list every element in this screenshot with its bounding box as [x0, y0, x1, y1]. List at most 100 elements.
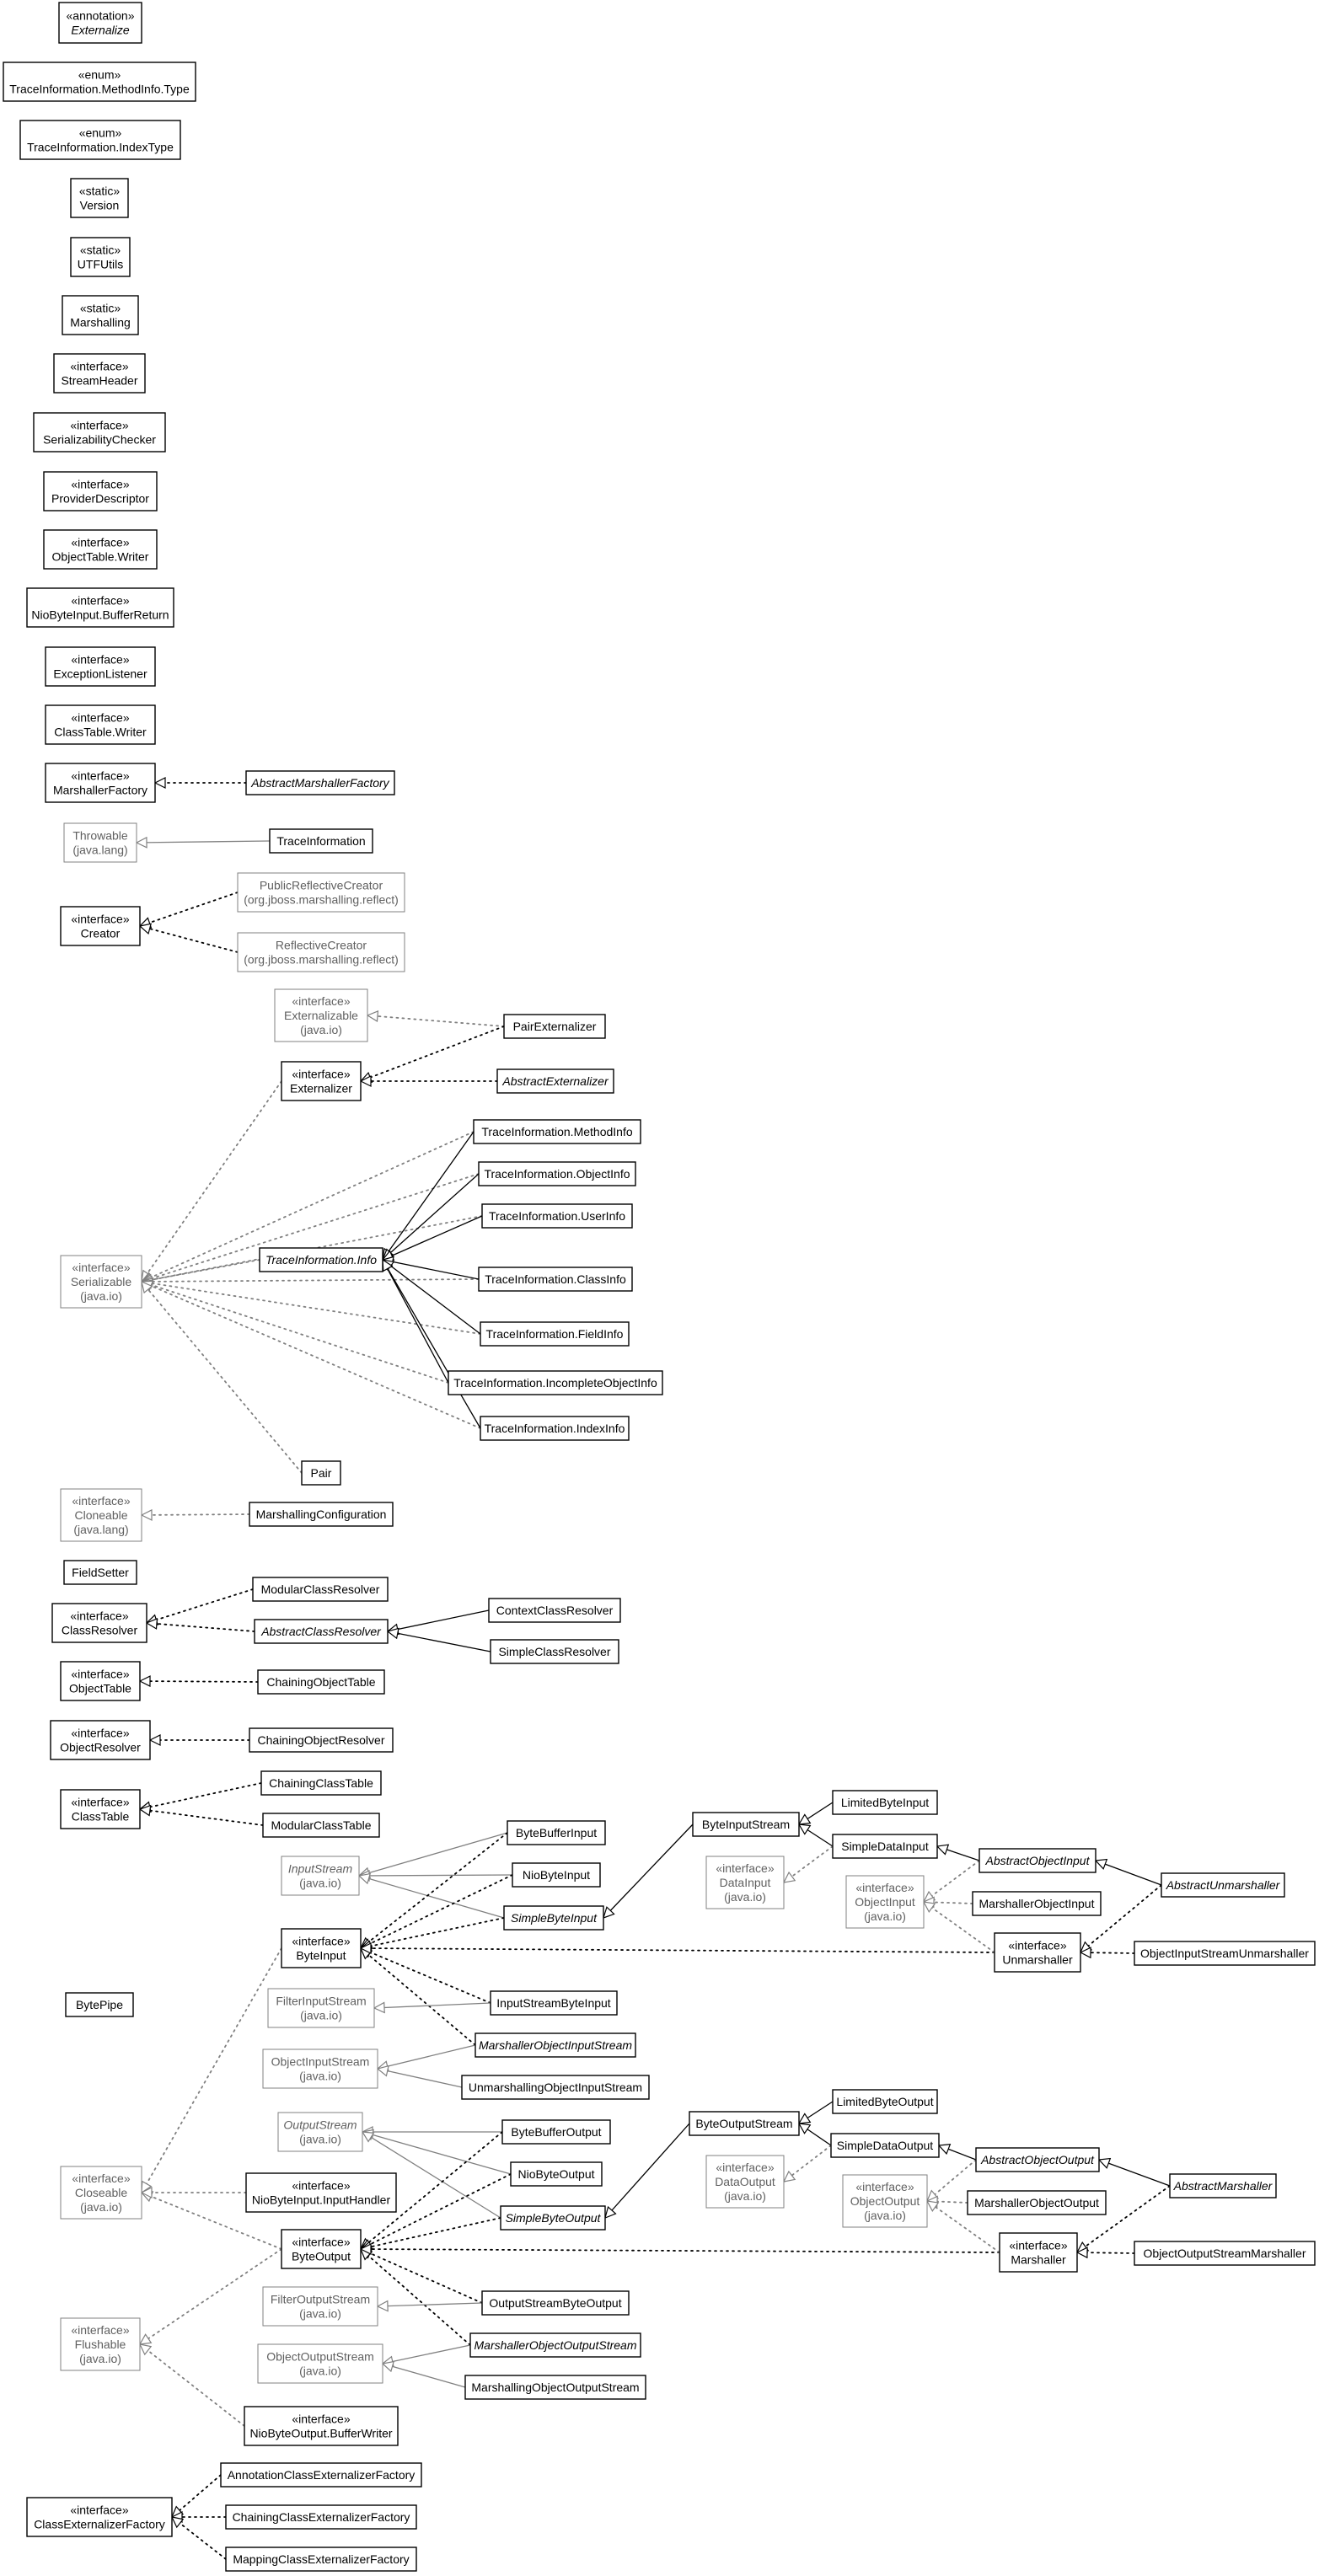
class-name-label: Externalizable: [284, 1009, 358, 1022]
class-node-classtable: «interface»ClassTable: [60, 1789, 141, 1829]
realization-edge-marshallingconfiguration-to-cloneable: [142, 1514, 250, 1515]
class-node-marshallerobjectoutputstream: MarshallerObjectOutputStream: [469, 2332, 641, 2358]
class-stereo-label: «interface»: [71, 769, 129, 783]
class-box: [249, 1502, 394, 1527]
class-stereo-label: «static»: [80, 244, 121, 257]
class-box: [281, 1928, 362, 1968]
class-node-simpleclassresolver: SimpleClassResolver: [490, 1639, 619, 1664]
class-name-label: Version: [80, 199, 120, 212]
class-node-byteoutputstream: ByteOutputStream: [689, 2111, 800, 2136]
class-stereo-label: «interface»: [71, 1727, 129, 1740]
class-name-label: UnmarshallingObjectInputStream: [469, 2081, 642, 2094]
class-name-label: ChainingObjectTable: [266, 1675, 375, 1689]
class-box: [70, 237, 131, 277]
class-node-externalizer: «interface»Externalizer: [281, 1061, 362, 1101]
class-node-abstractexternalizer: AbstractExternalizer: [496, 1068, 614, 1094]
inheritance-edge-bytebufferinput-to-inputstream: [359, 1832, 508, 1876]
class-box: [512, 1862, 601, 1888]
class-node-unmarshallingobjectinputstream: UnmarshallingObjectInputStream: [461, 2075, 650, 2100]
class-box: [274, 988, 368, 1042]
class-box: [249, 1727, 394, 1753]
class-name-label: NioByteInput.BufferReturn: [31, 608, 169, 622]
class-node-chainingclasstable: ChainingClassTable: [260, 1770, 382, 1796]
class-node-mappingclassexternalizerfactory: MappingClassExternalizerFactory: [225, 2547, 417, 2572]
class-node-niobyteinput: NioByteInput: [512, 1862, 601, 1888]
class-name-label: ExceptionListener: [53, 667, 147, 681]
class-node-publicreflectivecreator: PublicReflectiveCreator(org.jboss.marsha…: [237, 872, 405, 913]
class-box: [480, 1416, 630, 1441]
class-pkg-label: (java.io): [80, 1289, 122, 1303]
class-node-filterinputstream: FilterInputStream(java.io): [267, 1988, 375, 2028]
class-name-label: Externalizer: [290, 1082, 352, 1095]
class-name-label: AbstractClassResolver: [260, 1625, 382, 1638]
class-stereo-label: «interface»: [855, 1881, 914, 1894]
class-node-marshallerobjectoutput: MarshallerObjectOutput: [967, 2190, 1107, 2215]
inheritance-edge-niobyteinput-to-inputstream: [359, 1875, 513, 1876]
class-box: [1169, 2173, 1277, 2198]
class-node-traceinformation: TraceInformation: [269, 828, 373, 854]
class-node-objectoutputstreammarshaller: ObjectOutputStreamMarshaller: [1134, 2241, 1316, 2266]
class-name-label: SimpleDataInput: [841, 1840, 929, 1853]
class-name-label: TraceInformation.IndexType: [27, 141, 174, 154]
class-pkg-label: (java.io): [299, 2133, 341, 2146]
class-node-niobyteoutput: NioByteOutput: [510, 2161, 603, 2187]
class-name-label: Externalize: [71, 24, 129, 37]
class-name-label: LimitedByteInput: [841, 1796, 929, 1809]
class-box: [65, 1992, 134, 2017]
realization-edge-traceinformation-classinfo-to-serializable: [142, 1279, 480, 1282]
class-name-label: TraceInformation.ObjectInfo: [484, 1167, 630, 1181]
class-stereo-label: «interface»: [292, 994, 350, 1008]
realization-edge-niobyteoutput-bufferwriter-to-flushable: [140, 2343, 245, 2427]
class-box: [60, 2166, 142, 2220]
class-stereo-label: «interface»: [716, 2161, 774, 2174]
class-pkg-label: (java.io): [724, 2189, 766, 2203]
class-name-label: ObjectInputStreamUnmarshaller: [1140, 1947, 1309, 1960]
class-node-annotationclassexternalizerfactory: AnnotationClassExternalizerFactory: [220, 2462, 422, 2488]
class-stereo-label: «enum»: [78, 68, 121, 82]
class-pkg-label: (java.io): [79, 2352, 121, 2365]
class-name-label: ObjectTable: [69, 1682, 131, 1695]
class-name-label: TraceInformation.MethodInfo: [481, 1125, 632, 1138]
class-node-marshaller: «interface»Marshaller: [999, 2232, 1078, 2273]
class-box: [3, 62, 196, 102]
class-name-label: ReflectiveCreator: [276, 939, 367, 952]
class-node-marshallerfactory: «interface»MarshallerFactory: [45, 763, 156, 803]
class-name-label: MarshallerObjectInputStream: [479, 2038, 632, 2052]
class-box: [262, 1813, 380, 1838]
class-node-traceinformation-methodinfo-type: «enum»TraceInformation.MethodInfo.Type: [3, 62, 196, 102]
class-stereo-label: «interface»: [1009, 2239, 1067, 2252]
class-name-label: TraceInformation: [276, 834, 365, 848]
class-box: [60, 1488, 142, 1542]
class-box: [43, 471, 158, 511]
class-name-label: OutputStream: [283, 2118, 357, 2132]
class-box: [26, 2497, 173, 2537]
class-node-inputstreambyteinput: InputStreamByteInput: [490, 1990, 618, 2016]
inheritance-edge-outputstreambyteoutput-to-filteroutputstream: [378, 2303, 483, 2306]
class-node-traceinformation-indextype: «enum»TraceInformation.IndexType: [19, 120, 181, 160]
realization-edge-inputstreambyteinput-to-byteinput: [361, 1948, 491, 2004]
class-node-classexternalizerfactory: «interface»ClassExternalizerFactory: [26, 2497, 173, 2537]
class-node-simplebyteinput: SimpleByteInput: [503, 1905, 604, 1931]
class-name-label: SimpleDataOutput: [837, 2139, 934, 2152]
class-node-objectinput: «interface»ObjectInput(java.io): [845, 1875, 925, 1929]
class-box: [262, 2286, 378, 2327]
class-box: [62, 295, 139, 335]
class-node-abstractclassresolver: AbstractClassResolver: [254, 1619, 389, 1644]
class-stereo-label: «interface»: [72, 2172, 130, 2185]
realization-edge-annotationclassexternalizerfactory-to-classexternalizerfactory: [172, 2474, 222, 2518]
class-node-utfutils: «static»UTFUtils: [70, 237, 131, 277]
class-name-label: ContextClassResolver: [496, 1604, 614, 1617]
class-name-label: StreamHeader: [61, 374, 137, 388]
class-box: [975, 2147, 1100, 2172]
class-box: [220, 2462, 422, 2488]
realization-edge-traceinformation-info-to-serializable: [142, 1259, 260, 1282]
class-name-label: PublicReflectiveCreator: [260, 879, 383, 892]
realization-edge-abstractunmarshaller-to-unmarshaller: [1080, 1884, 1162, 1953]
node-layer: «annotation»Externalize«enum»TraceInform…: [3, 2, 1316, 2572]
inheritance-edge-simpledataoutput-to-byteoutputstream: [799, 2123, 832, 2146]
class-node-bytepipe: BytePipe: [65, 1992, 134, 2017]
class-node-niobyteinput-inputhandler: «interface»NioByteInput.InputHandler: [245, 2172, 397, 2213]
class-box: [830, 2133, 940, 2158]
realization-edge-outputstreambyteoutput-to-byteoutput: [361, 2249, 483, 2304]
class-name-label: MarshallingConfiguration: [256, 1508, 387, 1521]
